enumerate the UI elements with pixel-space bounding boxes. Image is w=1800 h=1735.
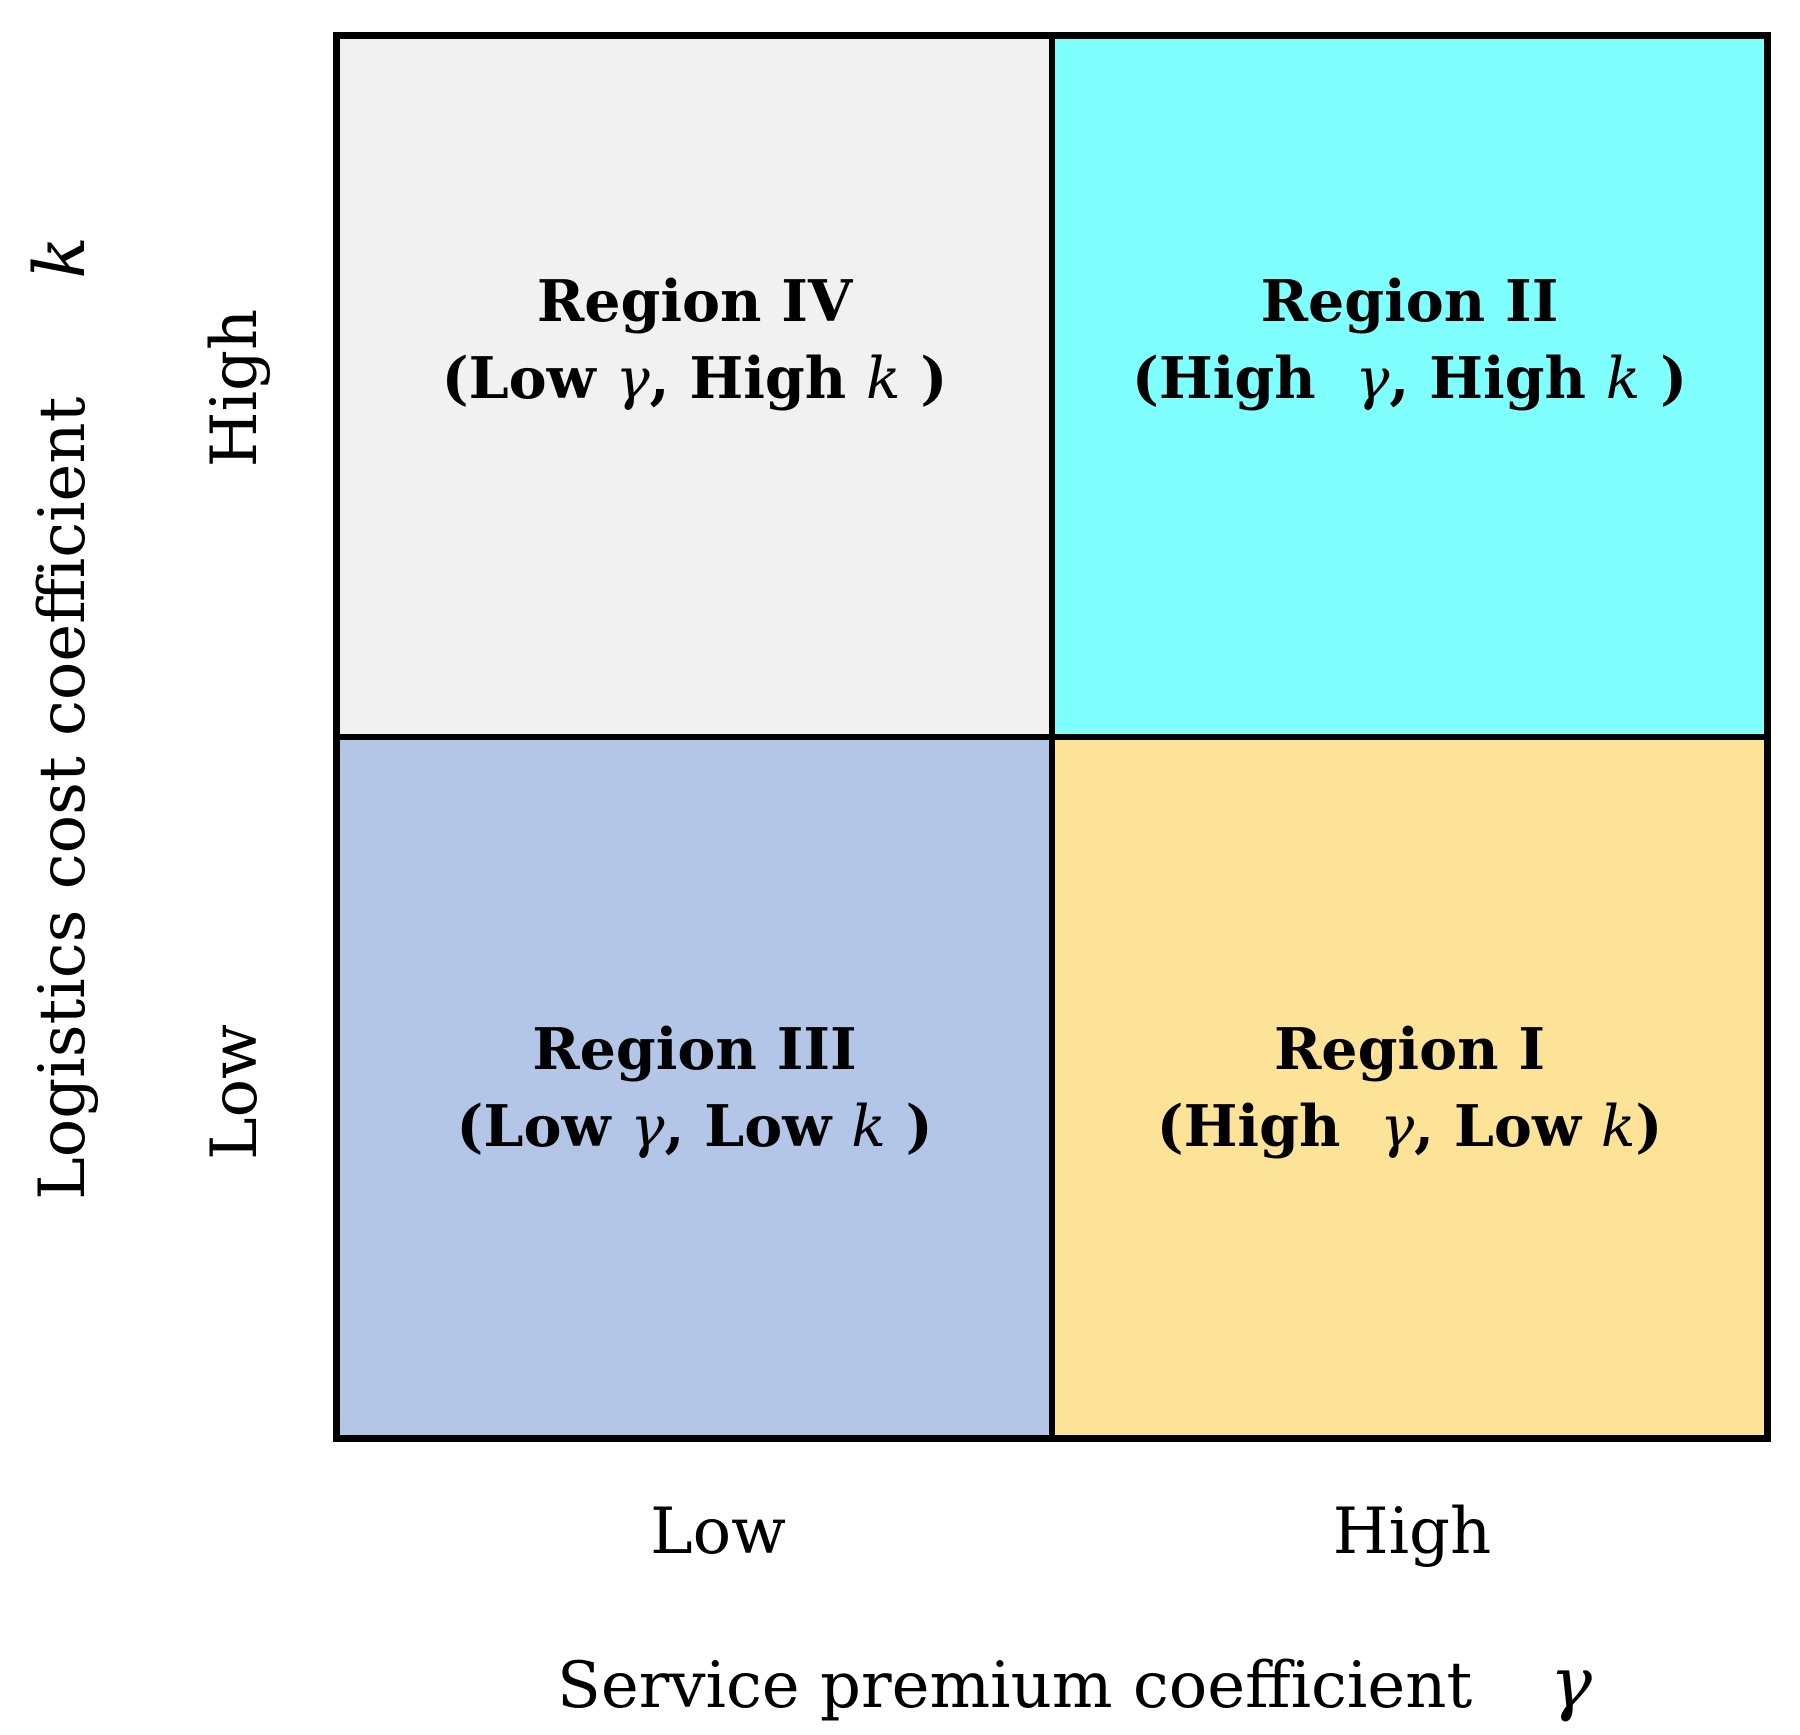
- region-i-label: Region I (High γ, Low k): [1055, 1012, 1764, 1166]
- y-axis-title: Logistics cost coefficient k: [19, 236, 101, 1200]
- region-iii-label: Region III (Low γ, Low k ): [340, 1012, 1049, 1166]
- region-iii-mid: , Low: [664, 1092, 852, 1160]
- region-iii-cell: Region III (Low γ, Low k ): [340, 737, 1052, 1435]
- y-axis-k-symbol: k: [19, 236, 101, 279]
- region-ii-gamma-symbol: γ: [1355, 345, 1390, 412]
- x-axis-title-text: Service premium coefficient: [557, 1649, 1473, 1723]
- region-ii-close: ): [1640, 344, 1688, 412]
- region-i-gamma-symbol: γ: [1380, 1093, 1415, 1160]
- region-ii-name: Region II: [1260, 268, 1559, 335]
- region-iv-description: (Low γ, High k ): [340, 341, 1049, 418]
- region-iv-k-symbol: k: [866, 345, 901, 412]
- region-i-k-symbol: k: [1600, 1093, 1636, 1160]
- region-i-name: Region I: [1273, 1016, 1546, 1083]
- region-ii-label: Region II (High γ, High k ): [1055, 264, 1764, 418]
- region-i-open: (High: [1156, 1092, 1381, 1160]
- region-iv-close: ): [900, 344, 948, 412]
- x-axis-title: Service premium coefficient γ: [557, 1642, 1592, 1724]
- region-iv-label: Region IV (Low γ, High k ): [340, 264, 1049, 418]
- region-ii-mid: , High: [1389, 344, 1606, 412]
- x-axis-gamma-symbol: γ: [1550, 1642, 1592, 1724]
- y-tick-low: Low: [198, 1024, 272, 1160]
- region-iv-open: (Low: [441, 344, 616, 412]
- region-ii-description: (High γ, High k ): [1055, 341, 1764, 418]
- y-tick-high: High: [198, 308, 272, 468]
- region-i-cell: Region I (High γ, Low k): [1052, 737, 1764, 1435]
- x-tick-low: Low: [650, 1495, 786, 1569]
- y-axis-title-text: Logistics cost coefficient: [26, 396, 100, 1200]
- region-ii-open: (High: [1131, 344, 1356, 412]
- region-iii-description: (Low γ, Low k ): [340, 1089, 1049, 1166]
- region-ii-cell: Region II (High γ, High k ): [1052, 39, 1764, 737]
- x-tick-high: High: [1332, 1495, 1492, 1569]
- region-iii-close: ): [885, 1092, 933, 1160]
- region-matrix: Region IV (Low γ, High k ) Region II (Hi…: [333, 32, 1771, 1442]
- region-i-close: ): [1635, 1092, 1663, 1160]
- region-iii-name: Region III: [532, 1016, 857, 1083]
- region-iv-name: Region IV: [536, 268, 853, 335]
- region-i-mid: , Low: [1414, 1092, 1601, 1160]
- region-i-description: (High γ, Low k): [1055, 1089, 1764, 1166]
- region-ii-k-symbol: k: [1605, 345, 1641, 412]
- region-iii-gamma-symbol: γ: [630, 1093, 665, 1160]
- region-iii-k-symbol: k: [851, 1093, 886, 1160]
- region-iv-mid: , High: [649, 344, 867, 412]
- region-iii-open: (Low: [456, 1092, 631, 1160]
- region-iv-gamma-symbol: γ: [615, 345, 650, 412]
- region-iv-cell: Region IV (Low γ, High k ): [340, 39, 1052, 737]
